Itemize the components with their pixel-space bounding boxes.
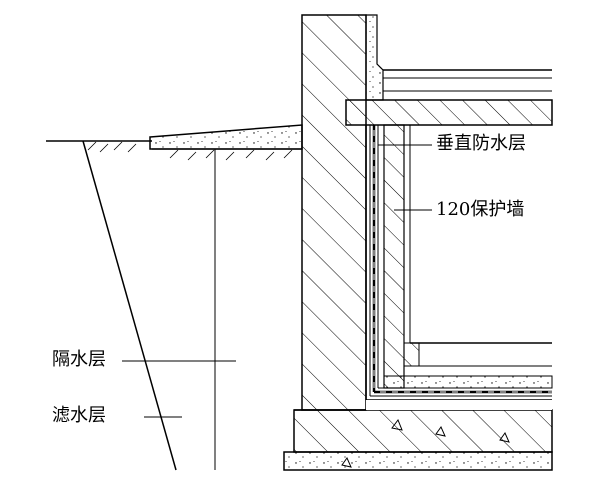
label-vertical-waterproof-layer: 垂直防水层: [436, 133, 526, 154]
excavation-boundaries: [82, 140, 216, 471]
bedding-layer: [283, 451, 553, 471]
leader-lines: [122, 144, 432, 418]
interior-floor-layers: [366, 342, 553, 401]
apron-slab: [149, 124, 303, 150]
label-filter-layer: 滤水层: [52, 405, 106, 426]
outer-wall: [301, 14, 367, 411]
wall-top-column: [365, 14, 384, 101]
label-protective-wall: 120保护墙: [436, 199, 525, 220]
label-isolation-layer: 隔水层: [52, 349, 106, 370]
vertical-waterproof-membrane: [365, 125, 379, 400]
base-slab: [293, 400, 553, 453]
floor-slab: [345, 99, 553, 126]
upper-floor-lines: [383, 69, 552, 101]
